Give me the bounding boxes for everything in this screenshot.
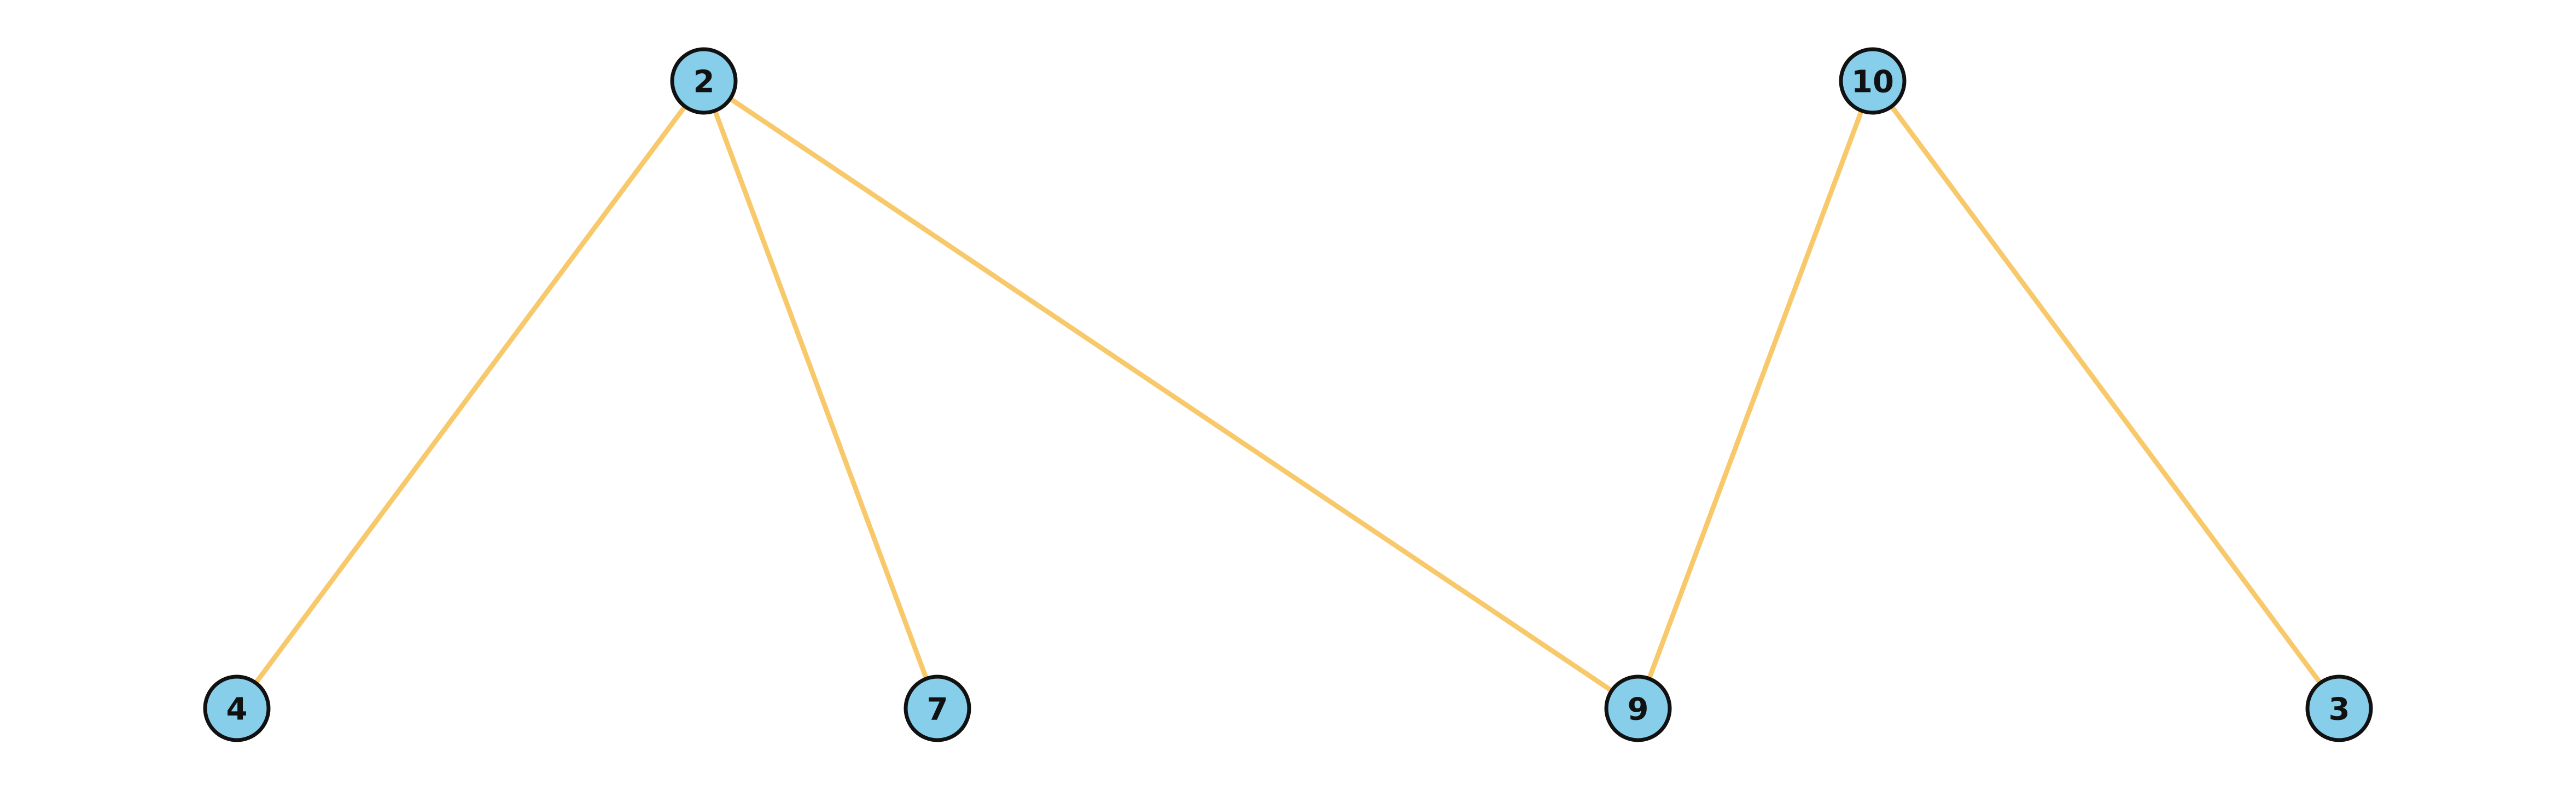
edge-10-9 (1635, 78, 1875, 711)
edge-2-9 (701, 78, 1641, 711)
node-circle (2305, 674, 2373, 742)
node-label: 10 (1851, 65, 1894, 100)
node-4: 4 (203, 674, 271, 742)
edge-2-7 (701, 78, 940, 711)
node-2: 2 (670, 47, 738, 115)
node-7: 7 (904, 674, 971, 742)
node-label: 4 (226, 692, 248, 728)
node-circle (1604, 674, 1672, 742)
node-circle (1839, 47, 1907, 115)
node-circle (904, 674, 971, 742)
node-3: 3 (2305, 674, 2373, 742)
node-label: 9 (1628, 692, 1649, 728)
node-10: 10 (1839, 47, 1907, 115)
node-circle (670, 47, 738, 115)
node-label: 2 (693, 65, 715, 100)
nodes-layer: 2 10 4 7 9 3 (203, 47, 2373, 742)
edges-layer (234, 78, 2342, 711)
node-9: 9 (1604, 674, 1672, 742)
node-label: 7 (927, 692, 948, 728)
edge-2-4 (234, 78, 707, 711)
node-label: 3 (2329, 692, 2350, 728)
edge-10-3 (1870, 78, 2342, 711)
node-circle (203, 674, 271, 742)
